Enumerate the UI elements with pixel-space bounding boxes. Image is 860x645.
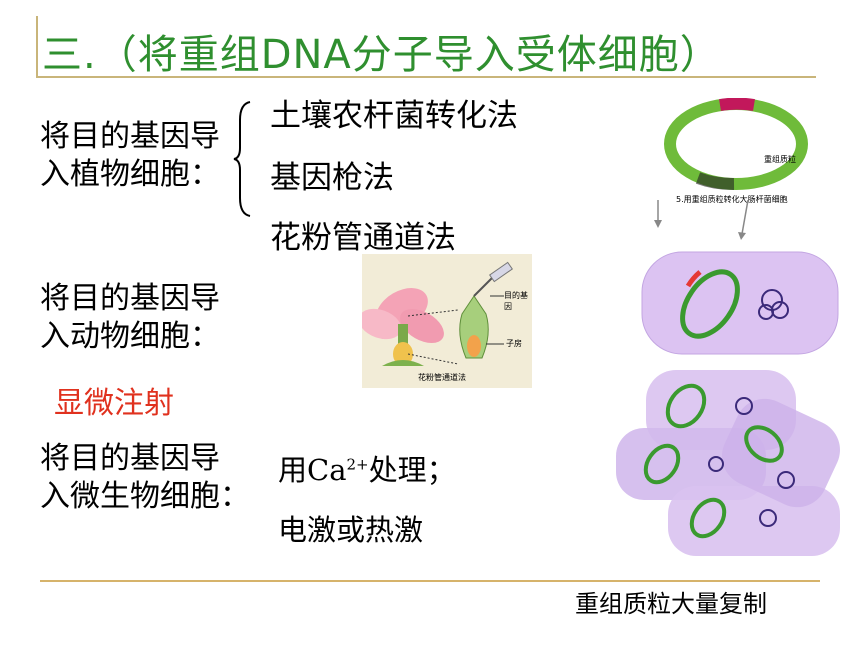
plasmid-caption: 5.用重组质粒转化大肠杆菌细胞: [676, 195, 788, 204]
plant-method-3: 花粉管通道法: [270, 220, 456, 256]
bacterium-icon: [641, 251, 839, 355]
animal-label-line1: 将目的基因导: [40, 281, 220, 316]
plant-method-1: 土壤农杆菌转化法: [270, 98, 518, 134]
microbe-method-1-prefix: 用Ca: [278, 453, 347, 487]
plasmid-label: 重组质粒: [764, 155, 796, 164]
brace-icon: [233, 101, 251, 217]
page-title: 三.（将重组DNA分子导入受体细胞）: [42, 32, 721, 78]
footer-rule: [40, 580, 820, 582]
bacterium-cell: [640, 248, 840, 358]
flower-label-ovary: 子房: [506, 339, 522, 348]
microbe-method-2: 电激或热激: [278, 513, 424, 547]
microbe-method-1-sup: 2+: [346, 455, 369, 474]
plant-label: 将目的基因导 入植物细胞：: [40, 118, 220, 194]
plant-method-2: 基因枪法: [270, 160, 394, 196]
flower-illustration: [362, 261, 514, 366]
flower-caption: 花粉管通道法: [418, 373, 466, 382]
title-rule-vertical: [36, 16, 38, 78]
animal-method: 显微注射: [54, 386, 174, 421]
footer-caption: 重组质粒大量复制: [575, 590, 767, 618]
title-rule-horizontal: [36, 76, 816, 78]
microbe-label-line2: 入微生物细胞：: [40, 479, 250, 514]
plant-label-line1: 将目的基因导: [40, 119, 220, 154]
plant-label-line2: 入植物细胞：: [40, 157, 220, 192]
flower-figure: 目的基因 子房 花粉管通道法: [362, 254, 532, 388]
plasmid-ring-icon: [664, 97, 808, 191]
microbe-method-1-suffix: 处理；: [368, 453, 456, 487]
flower-label-gene: 目的基因: [504, 291, 528, 311]
microbe-label-line1: 将目的基因导: [40, 441, 220, 476]
arrows-icon: [654, 200, 749, 240]
plasmid-figure: 重组质粒 5.用重组质粒转化大肠杆菌细胞: [656, 97, 816, 210]
microbe-label: 将目的基因导 入微生物细胞：: [40, 440, 250, 516]
bacteria-cluster-icon: [616, 370, 840, 556]
bacteria-cluster: [616, 368, 840, 558]
animal-label-line2: 入动物细胞：: [40, 319, 220, 354]
microbe-method-1: 用Ca2+处理；: [278, 447, 456, 489]
animal-label: 将目的基因导 入动物细胞：: [40, 280, 220, 356]
